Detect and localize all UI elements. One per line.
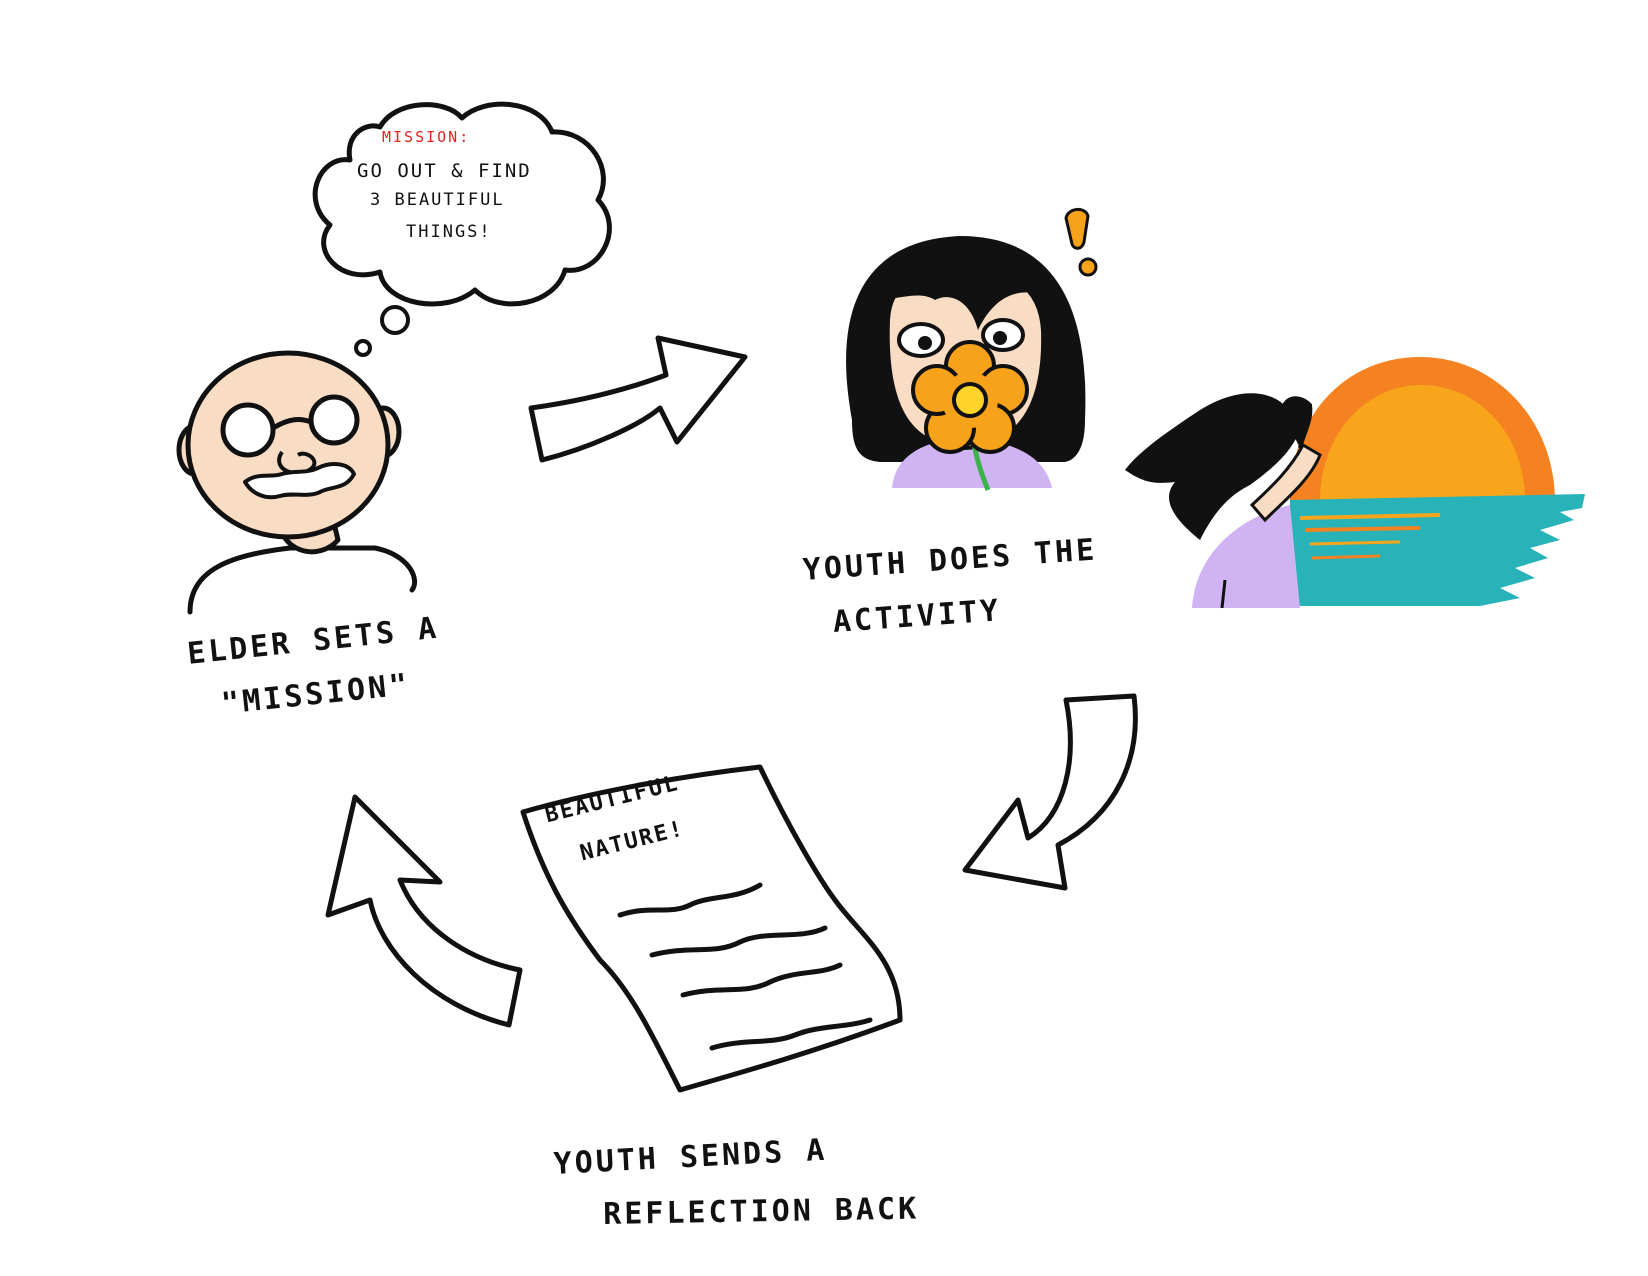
mission-title: Mission: <box>382 128 471 146</box>
mission-line-1: Go out & find <box>357 160 532 182</box>
arrow-to-elder <box>325 794 523 1028</box>
handwritten-letter-icon <box>520 764 903 1093</box>
arrow-to-activity <box>528 335 748 463</box>
exclamation-icon <box>1064 208 1098 277</box>
arrow-to-reflection <box>962 693 1138 891</box>
reflection-caption-line-2: reflection back <box>602 1191 920 1232</box>
thought-bubble <box>312 101 612 357</box>
mission-line-2: 3 beautiful <box>370 190 505 210</box>
mission-line-3: things! <box>406 222 492 242</box>
girl-watching-sunset-icon <box>1125 357 1585 609</box>
girl-smelling-flower-icon <box>846 236 1086 491</box>
elder-icon <box>176 350 418 615</box>
